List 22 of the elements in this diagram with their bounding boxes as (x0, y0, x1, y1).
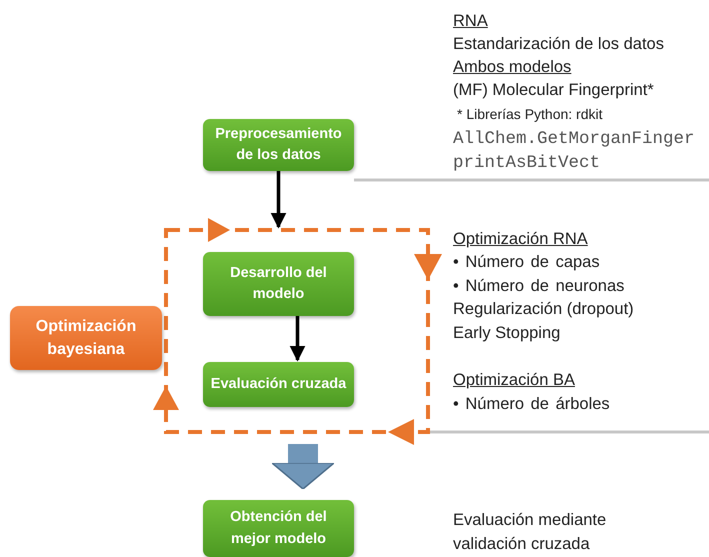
section-heading: Optimización BA (453, 371, 575, 391)
code-text: AllChem.GetMorganFingerprintAsBitVect (453, 128, 695, 175)
arrow (290, 316, 306, 362)
optimization-box: Optimización bayesiana (10, 306, 162, 370)
note-text: Early Stopping (453, 324, 560, 344)
bullet-item: • Número de árboles (453, 395, 610, 415)
footnote-text: * Librerías Python: rdkit (457, 106, 603, 123)
note-text: (MF) Molecular Fingerprint* (453, 81, 654, 101)
arrow (270, 171, 286, 229)
block-arrow (271, 444, 335, 490)
note-text: Estandarización de los datos (453, 35, 664, 55)
section-heading: Ambos modelos (453, 58, 572, 78)
section-heading: RNA (453, 12, 488, 32)
process-box: Evaluación cruzada (203, 362, 354, 407)
section-heading: Optimización RNA (453, 230, 588, 250)
note-text: Evaluación mediante validación cruzada (453, 510, 608, 555)
bullet-item: • Número de capas (453, 253, 600, 273)
process-box: Obtención del mejor modelo (203, 500, 354, 557)
process-box: Desarrollo del modelo (203, 252, 354, 316)
note-text: Regularización (dropout) (453, 300, 634, 320)
process-box: Preprocesamiento de los datos (203, 119, 354, 171)
bullet-item: • Número de neuronas (453, 277, 624, 297)
